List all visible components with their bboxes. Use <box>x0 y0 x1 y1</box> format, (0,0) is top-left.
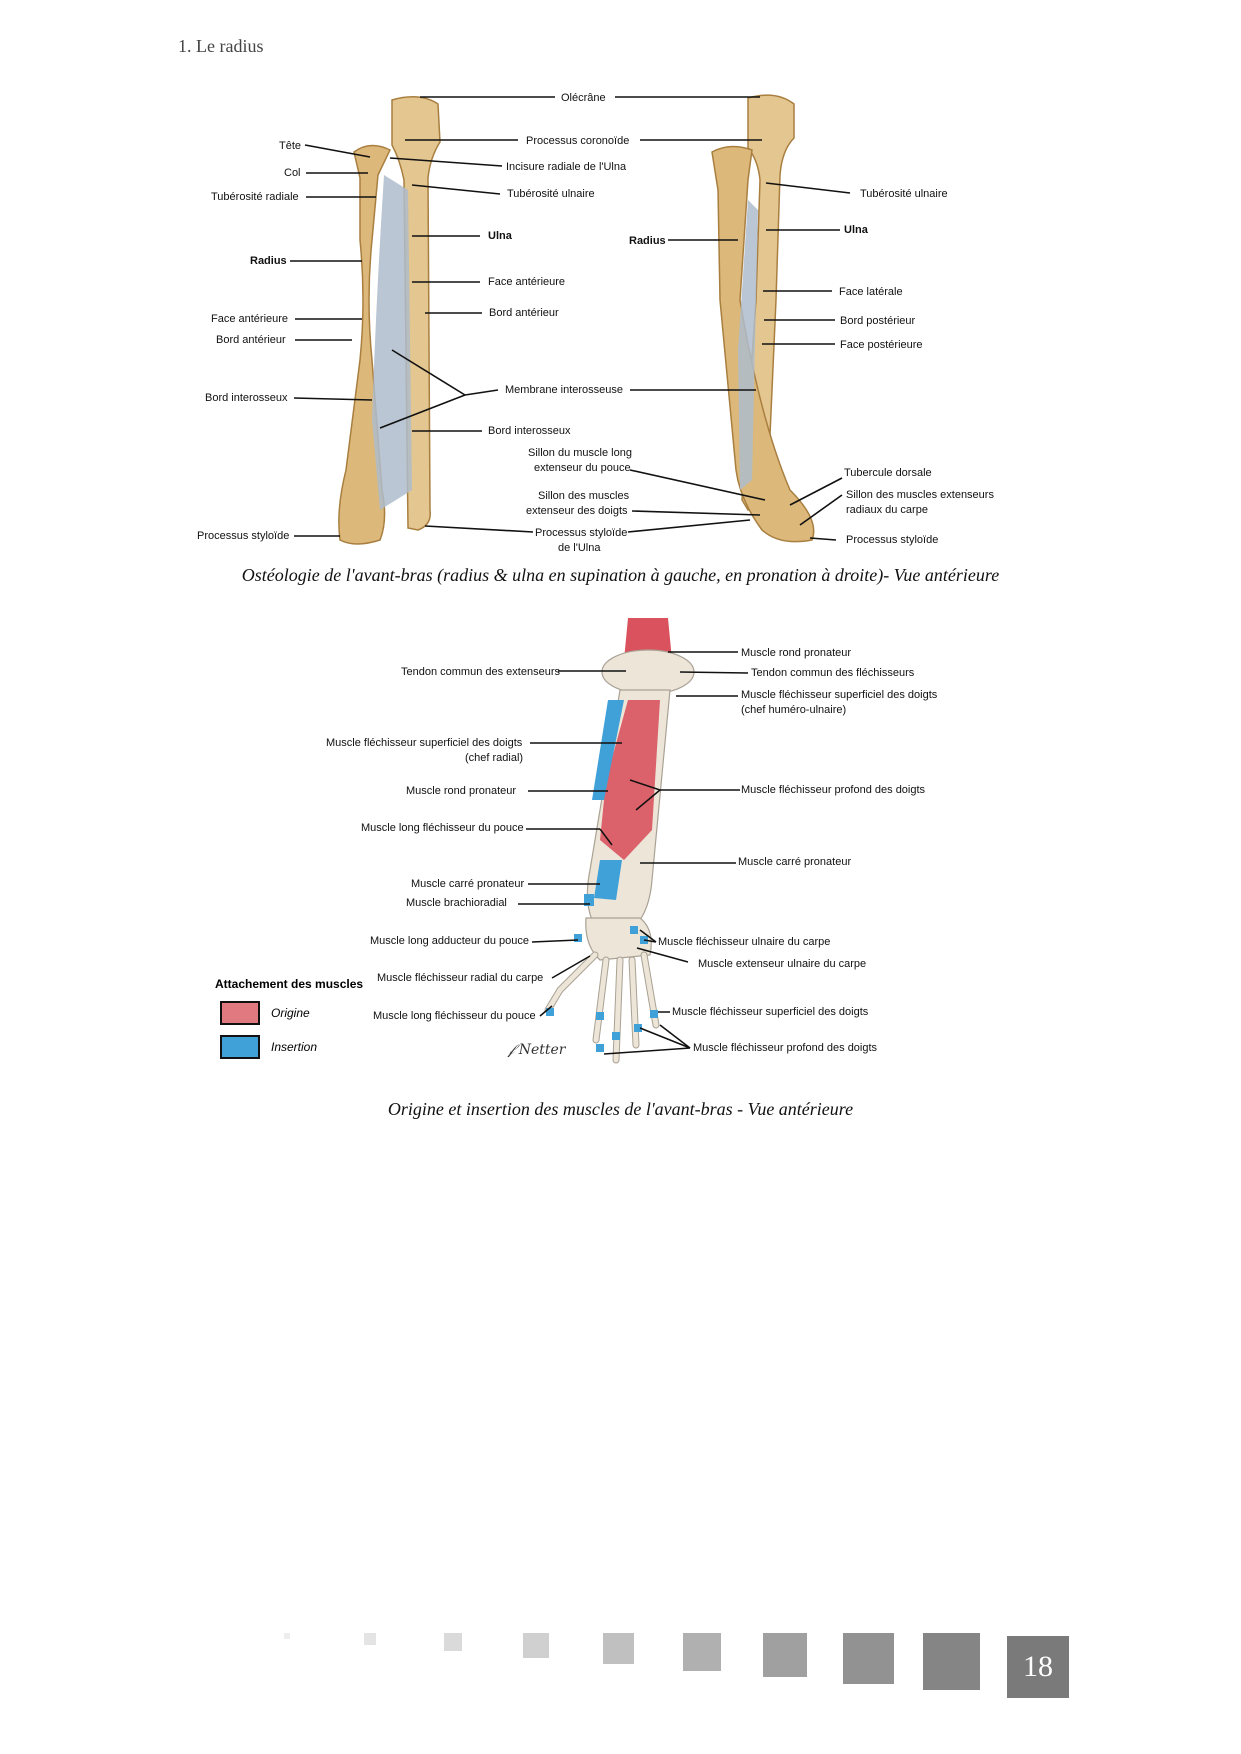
label-bord-posterieur: Bord postérieur <box>840 315 916 327</box>
label-bord-interosseux-radius: Bord interosseux <box>205 392 288 404</box>
label-radius-left: Radius <box>250 255 287 267</box>
label-carre-pronateur-left: Muscle carré pronateur <box>411 878 525 890</box>
label-ext-ulnaire: Muscle extenseur ulnaire du carpe <box>698 958 867 970</box>
label-bord-interosseux-ulna: Bord interosseux <box>488 425 571 437</box>
label-radius-right: Radius <box>629 235 666 247</box>
label-flech-ulnaire: Muscle fléchisseur ulnaire du carpe <box>658 936 831 948</box>
leader-lines-fig2 <box>518 651 749 1055</box>
label-sillon-long-extenseur-2: extenseur du pouce <box>534 462 631 474</box>
label-rond-pronateur-mid: Muscle rond pronateur <box>406 785 517 797</box>
label-ulna-right: Ulna <box>844 224 868 236</box>
label-carre-pronateur-right: Muscle carré pronateur <box>738 856 852 868</box>
label-flech-radial: Muscle fléchisseur radial du carpe <box>377 972 544 984</box>
interosseous-membrane-right <box>738 200 758 490</box>
label-flech-superficiel-hand: Muscle fléchisseur superficiel des doigt… <box>672 1006 869 1018</box>
figure1-caption: Ostéologie de l'avant-bras (radius & uln… <box>241 565 1000 585</box>
label-long-flech-pouce: Muscle long fléchisseur du pouce <box>361 822 524 834</box>
figure2-caption: Origine et insertion des muscles de l'av… <box>387 1099 854 1119</box>
label-tete: Tête <box>279 140 302 152</box>
insertion-area-pronator <box>594 860 622 900</box>
label-processus-styloide-ulna-2: de l'Ulna <box>558 542 601 554</box>
label-ulna-left: Ulna <box>488 230 512 242</box>
insertion-brachioradial <box>584 894 594 906</box>
footer-square-7 <box>763 1633 807 1677</box>
footer-square-4 <box>523 1633 549 1658</box>
label-flech-profond-hand: Muscle fléchisseur profond des doigts <box>693 1042 878 1054</box>
label-sillon-ext-radiaux-1: Sillon des muscles extenseurs <box>846 489 994 501</box>
label-rond-pronateur-top: Muscle rond pronateur <box>741 647 852 659</box>
label-processus-styloide-ulna-1: Processus styloïde <box>535 527 628 539</box>
footer-square-2 <box>364 1633 376 1645</box>
label-processus-coronoide: Processus coronoïde <box>526 135 630 147</box>
interosseous-membrane-left <box>372 175 412 510</box>
radius-right-shape <box>711 145 815 543</box>
label-flech-superficiel-humero-2: (chef huméro-ulnaire) <box>741 704 847 716</box>
label-bord-anterieur-radius: Bord antérieur <box>216 334 286 346</box>
label-sillon-ext-doigts-2: extenseur des doigts <box>526 505 628 517</box>
legend-title: Attachement des muscles <box>215 977 364 991</box>
footer-square-5 <box>603 1633 634 1664</box>
label-flech-profond: Muscle fléchisseur profond des doigts <box>741 784 926 796</box>
footer-square-9 <box>923 1633 980 1690</box>
artist-signature: 𝒻 Netter <box>507 1042 567 1058</box>
legend-insertion-label: Insertion <box>271 1040 318 1054</box>
footer-square-1 <box>284 1633 290 1639</box>
label-sillon-long-extenseur-1: Sillon du muscle long <box>528 447 632 459</box>
label-tendon-extenseurs: Tendon commun des extenseurs <box>401 666 560 678</box>
footer-square-3 <box>444 1633 462 1651</box>
label-sillon-ext-radiaux-2: radiaux du carpe <box>846 504 928 516</box>
legend-origin-swatch <box>220 1001 260 1025</box>
label-face-anterieure-radius: Face antérieure <box>211 313 289 325</box>
page-number: 18 <box>1007 1636 1069 1698</box>
label-tubercule-dorsal: Tubercule dorsale <box>844 467 932 479</box>
label-flech-superficiel-humero-1: Muscle fléchisseur superficiel des doigt… <box>741 689 938 701</box>
ulna-left-shape <box>391 96 441 531</box>
label-processus-styloide-left: Processus styloïde <box>197 530 290 542</box>
label-col: Col <box>284 167 301 179</box>
label-brachioradial: Muscle brachioradial <box>406 897 507 909</box>
label-sillon-ext-doigts-1: Sillon des muscles <box>538 490 630 502</box>
label-tuberosite-radiale: Tubérosité radiale <box>211 191 299 203</box>
label-face-anterieure-ulna: Face antérieure <box>488 276 566 288</box>
label-flech-superficiel-radial-1: Muscle fléchisseur superficiel des doigt… <box>326 737 523 749</box>
legend-origin-label: Origine <box>271 1006 310 1020</box>
footer-square-8 <box>843 1633 894 1684</box>
label-tuberosite-ulnaire-right: Tubérosité ulnaire <box>860 188 948 200</box>
humerus-shaft <box>624 618 672 660</box>
label-membrane-interosseuse: Membrane interosseuse <box>505 384 624 396</box>
label-long-flech-pouce-hand: Muscle long fléchisseur du pouce <box>373 1010 536 1022</box>
label-long-adducteur: Muscle long adducteur du pouce <box>370 935 529 947</box>
label-processus-styloide-right: Processus styloïde <box>846 534 939 546</box>
label-tuberosite-ulnaire-left: Tubérosité ulnaire <box>507 188 595 200</box>
label-incisure-radiale: Incisure radiale de l'Ulna <box>506 161 627 173</box>
label-face-laterale: Face latérale <box>839 286 903 298</box>
footer-square-6 <box>683 1633 721 1671</box>
legend-insertion-swatch <box>220 1035 260 1059</box>
insertion-area-radial <box>592 700 624 800</box>
label-bord-anterieur-ulna: Bord antérieur <box>489 307 559 319</box>
section-title: 1. Le radius <box>178 36 264 56</box>
label-flech-superficiel-radial-2: (chef radial) <box>465 752 524 764</box>
label-face-posterieure: Face postérieure <box>840 339 923 351</box>
leader-lines-fig1 <box>290 96 851 541</box>
label-tendon-flechisseurs: Tendon commun des fléchisseurs <box>751 667 915 679</box>
label-olecrane: Olécrâne <box>561 92 606 104</box>
